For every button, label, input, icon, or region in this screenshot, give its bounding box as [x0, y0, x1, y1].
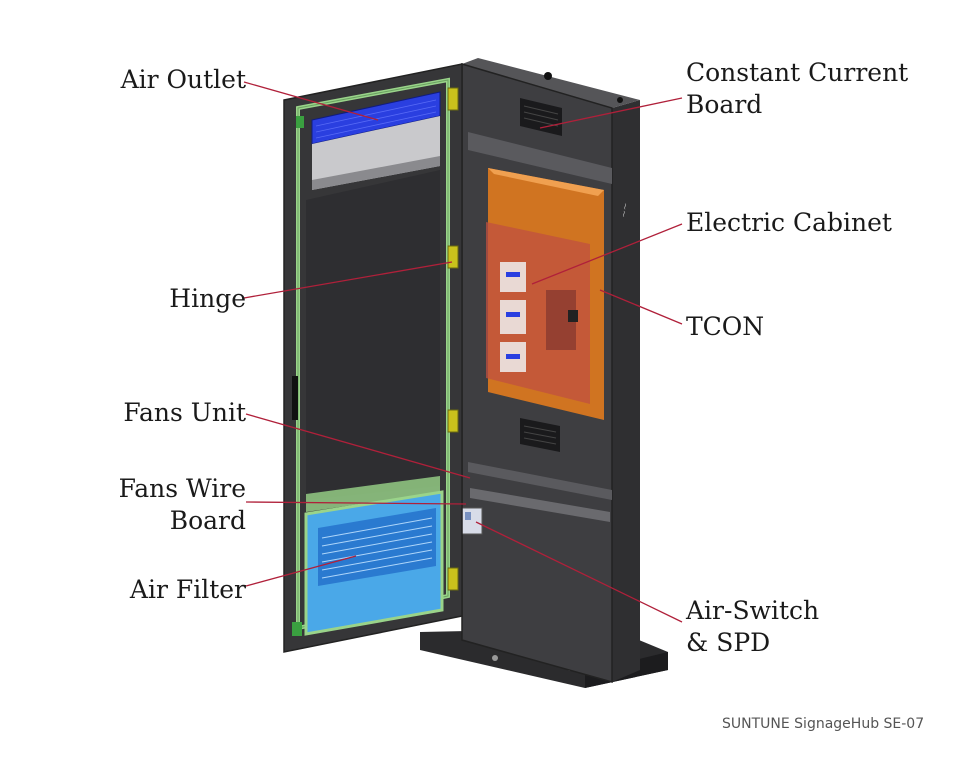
label-air-outlet: Air Outlet: [120, 65, 246, 94]
label-hinge: Hinge: [169, 284, 246, 313]
label-fans-wire-board-line2: Board: [169, 506, 246, 535]
label-tcon: TCON: [686, 312, 765, 341]
cabinet-top: [462, 58, 640, 108]
leader-lines: [243, 81, 683, 623]
hinges: [447, 87, 459, 591]
cabinet-side-panel: [612, 100, 640, 682]
label-air-filter: Air Filter: [129, 575, 246, 604]
label-constant-current-board-line1: Constant Current: [686, 58, 909, 87]
label-air-switch-spd-line1: Air-Switch: [686, 596, 820, 625]
label-air-switch-spd-line2: & SPD: [686, 628, 771, 657]
label-fans-wire-board-line1: Fans Wire: [118, 474, 246, 503]
svg-text:~~: ~~: [619, 202, 631, 219]
air-switch-spd: [461, 507, 483, 535]
label-constant-current-board-line2: Board: [686, 90, 763, 119]
caption-product-name: SUNTUNE SignageHub SE-07: [722, 716, 925, 732]
label-fans-unit: Fans Unit: [123, 398, 246, 427]
label-electric-cabinet: Electric Cabinet: [686, 208, 892, 237]
